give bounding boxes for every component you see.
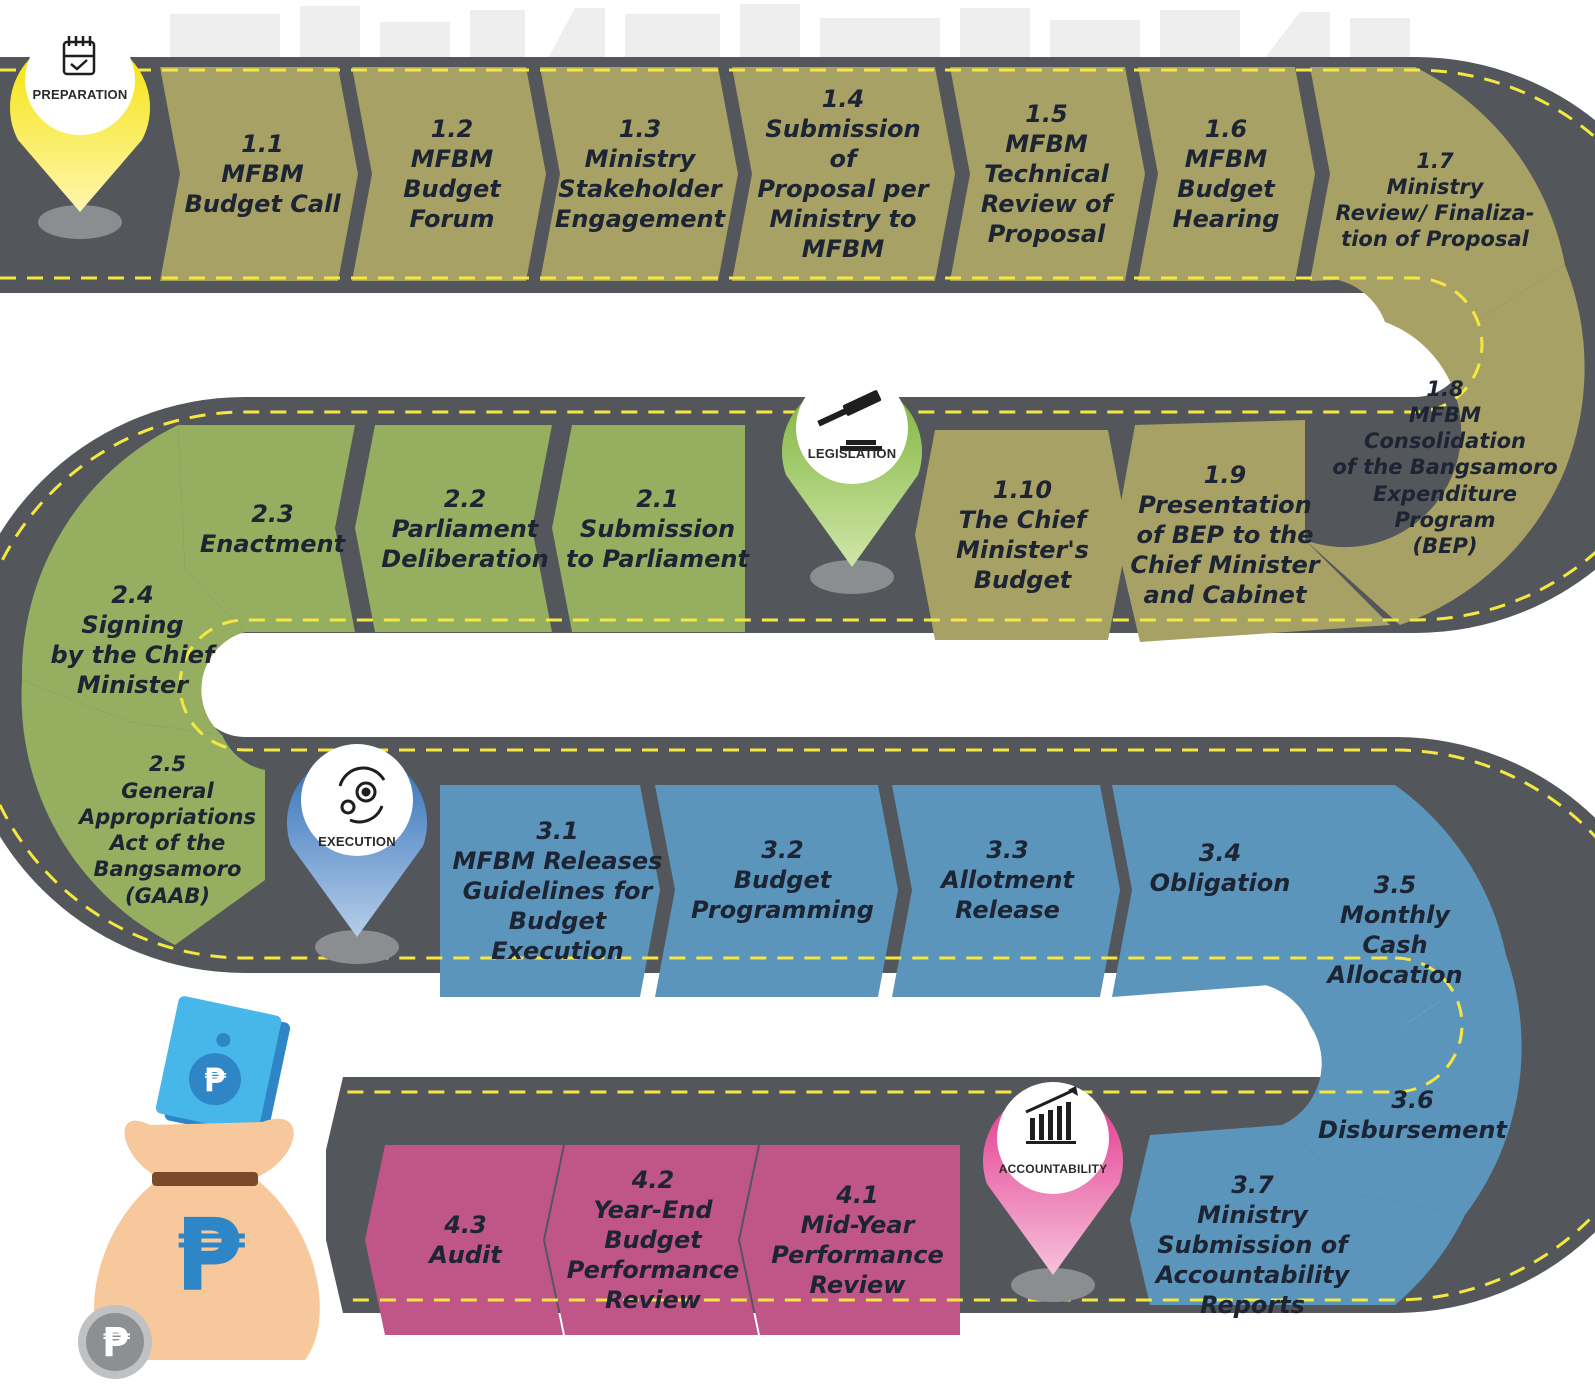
bar-chart-icon bbox=[1025, 1086, 1078, 1144]
step-4-2-shape bbox=[545, 1145, 758, 1335]
gavel-icon bbox=[817, 390, 882, 451]
step-1-7-shape bbox=[1310, 67, 1565, 322]
step-3-1-shape bbox=[440, 785, 660, 997]
step-4-2-label: 4.2 Year-End Budget Performance Review bbox=[566, 1166, 740, 1314]
coin-peso-symbol: ₱ bbox=[102, 1320, 130, 1366]
note-peso-symbol: ₱ bbox=[203, 1061, 227, 1099]
step-1-4-shape bbox=[732, 67, 955, 281]
step-2-5-shape bbox=[21, 680, 265, 945]
accountability-label: ACCOUNTABILITY bbox=[998, 1162, 1108, 1176]
step-2-3-label: 2.3 Enactment bbox=[199, 499, 346, 558]
step-3-1-label: 3.1 MFBM Releases Guidelines for Budget … bbox=[452, 817, 663, 965]
step-4-3-label: 4.3 Audit bbox=[429, 1211, 502, 1269]
step-1-5-shape bbox=[950, 67, 1145, 281]
step-2-4-shape bbox=[21, 425, 246, 735]
calendar-check-icon bbox=[62, 36, 96, 76]
step-4-1-label: 4.1 Mid-Year Performance Review bbox=[771, 1181, 944, 1299]
step-4-3-shape bbox=[365, 1145, 563, 1335]
step-1-9-shape bbox=[1115, 420, 1390, 642]
legislation-steps bbox=[21, 425, 745, 945]
step-3-4-shape bbox=[1112, 785, 1310, 997]
step-1-8-label: 1.8 MFBM Consolidation of the Bangsamoro… bbox=[1332, 376, 1558, 559]
skyline-decoration bbox=[170, 4, 1410, 64]
step-3-3-shape bbox=[892, 785, 1120, 997]
step-1-9-label: 1.9 Presentation of BEP to the Chief Min… bbox=[1130, 461, 1320, 609]
step-1-8-shape bbox=[1305, 265, 1585, 625]
step-3-2-shape bbox=[655, 785, 898, 997]
step-2-5-label: 2.5 General Appropriations Act of the Ba… bbox=[79, 752, 256, 908]
step-1-3-shape bbox=[540, 67, 738, 281]
accountability-steps bbox=[365, 1145, 960, 1335]
step-4-1-shape bbox=[740, 1145, 960, 1335]
lane-markings bbox=[0, 68, 1595, 1302]
step-3-7-label: 3.7 Ministry Submission of Accountabilit… bbox=[1155, 1171, 1350, 1319]
step-1-10-shape bbox=[915, 430, 1128, 640]
step-3-7-shape bbox=[1130, 1125, 1465, 1305]
step-1-6-label: 1.6 MFBM Budget Hearing bbox=[1172, 115, 1280, 233]
execution-label: EXECUTION bbox=[318, 834, 396, 849]
step-1-2-label: 1.2 MFBM Budget Forum bbox=[403, 115, 501, 233]
step-2-1-label: 2.1 Submission to Parliament bbox=[566, 484, 749, 573]
preparation-steps bbox=[160, 67, 1585, 642]
step-1-10-label: 1.10 The Chief Minister's Budget bbox=[956, 476, 1089, 594]
step-3-6-label: 3.6 Disbursement bbox=[1318, 1086, 1507, 1144]
step-2-2-label: 2.2 Parliament Deliberation bbox=[381, 484, 549, 573]
step-3-4-label: 3.4 Obligation bbox=[1149, 838, 1291, 897]
step-2-3-shape bbox=[178, 425, 355, 632]
preparation-label: PREPARATION bbox=[32, 87, 128, 102]
step-2-2-shape bbox=[355, 425, 552, 632]
gears-icon bbox=[338, 766, 386, 824]
step-1-4-label: 1.4 Submission of Proposal per Ministry … bbox=[757, 85, 929, 263]
pin-shadows bbox=[38, 205, 1095, 1302]
step-1-3-label: 1.3 Ministry Stakeholder Engagement bbox=[554, 115, 726, 233]
money-bag-icon bbox=[78, 996, 320, 1379]
step-3-2-label: 3.2 Budget Programming bbox=[691, 836, 874, 924]
legislation-label: LEGISLATION bbox=[807, 446, 897, 461]
step-1-5-label: 1.5 MFBM Technical Review of Proposal bbox=[980, 100, 1113, 248]
step-1-6-shape bbox=[1138, 67, 1315, 281]
preparation-pin bbox=[9, 25, 150, 212]
execution-pin bbox=[287, 744, 428, 937]
step-1-7-label: 1.7 Ministry Review/ Finaliza- tion of P… bbox=[1335, 148, 1535, 252]
step-3-5-shape bbox=[1265, 785, 1506, 1025]
step-1-1-shape bbox=[160, 67, 358, 281]
step-3-3-label: 3.3 Allotment Release bbox=[941, 836, 1074, 924]
execution-steps bbox=[440, 785, 1522, 1305]
step-1-2-shape bbox=[352, 67, 546, 281]
step-2-1-shape bbox=[552, 425, 745, 632]
step-2-4-label: 2.4 Signing by the Chief Minister bbox=[50, 581, 215, 699]
step-3-5-label: 3.5 Monthly Cash Allocation bbox=[1327, 871, 1463, 989]
step-1-1-label: 1.1 MFBM Budget Call bbox=[184, 130, 341, 218]
step-3-6-shape bbox=[1282, 955, 1522, 1215]
bag-peso-symbol: ₱ bbox=[175, 1196, 245, 1314]
